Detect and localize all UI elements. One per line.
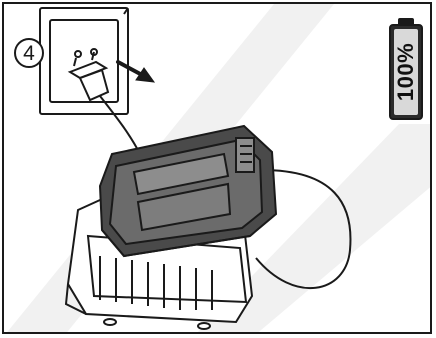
wall-socket-icon xyxy=(40,8,128,114)
battery-body: 100% xyxy=(389,24,423,120)
charging-illustration xyxy=(4,4,432,334)
battery-pack-icon xyxy=(100,126,276,256)
illustration-frame: 4 100% xyxy=(2,2,432,334)
step-number: 4 xyxy=(23,43,35,64)
step-number-icon: 4 xyxy=(14,38,44,68)
battery-full-icon: 100% xyxy=(389,18,423,120)
battery-level-label: 100% xyxy=(393,43,419,101)
